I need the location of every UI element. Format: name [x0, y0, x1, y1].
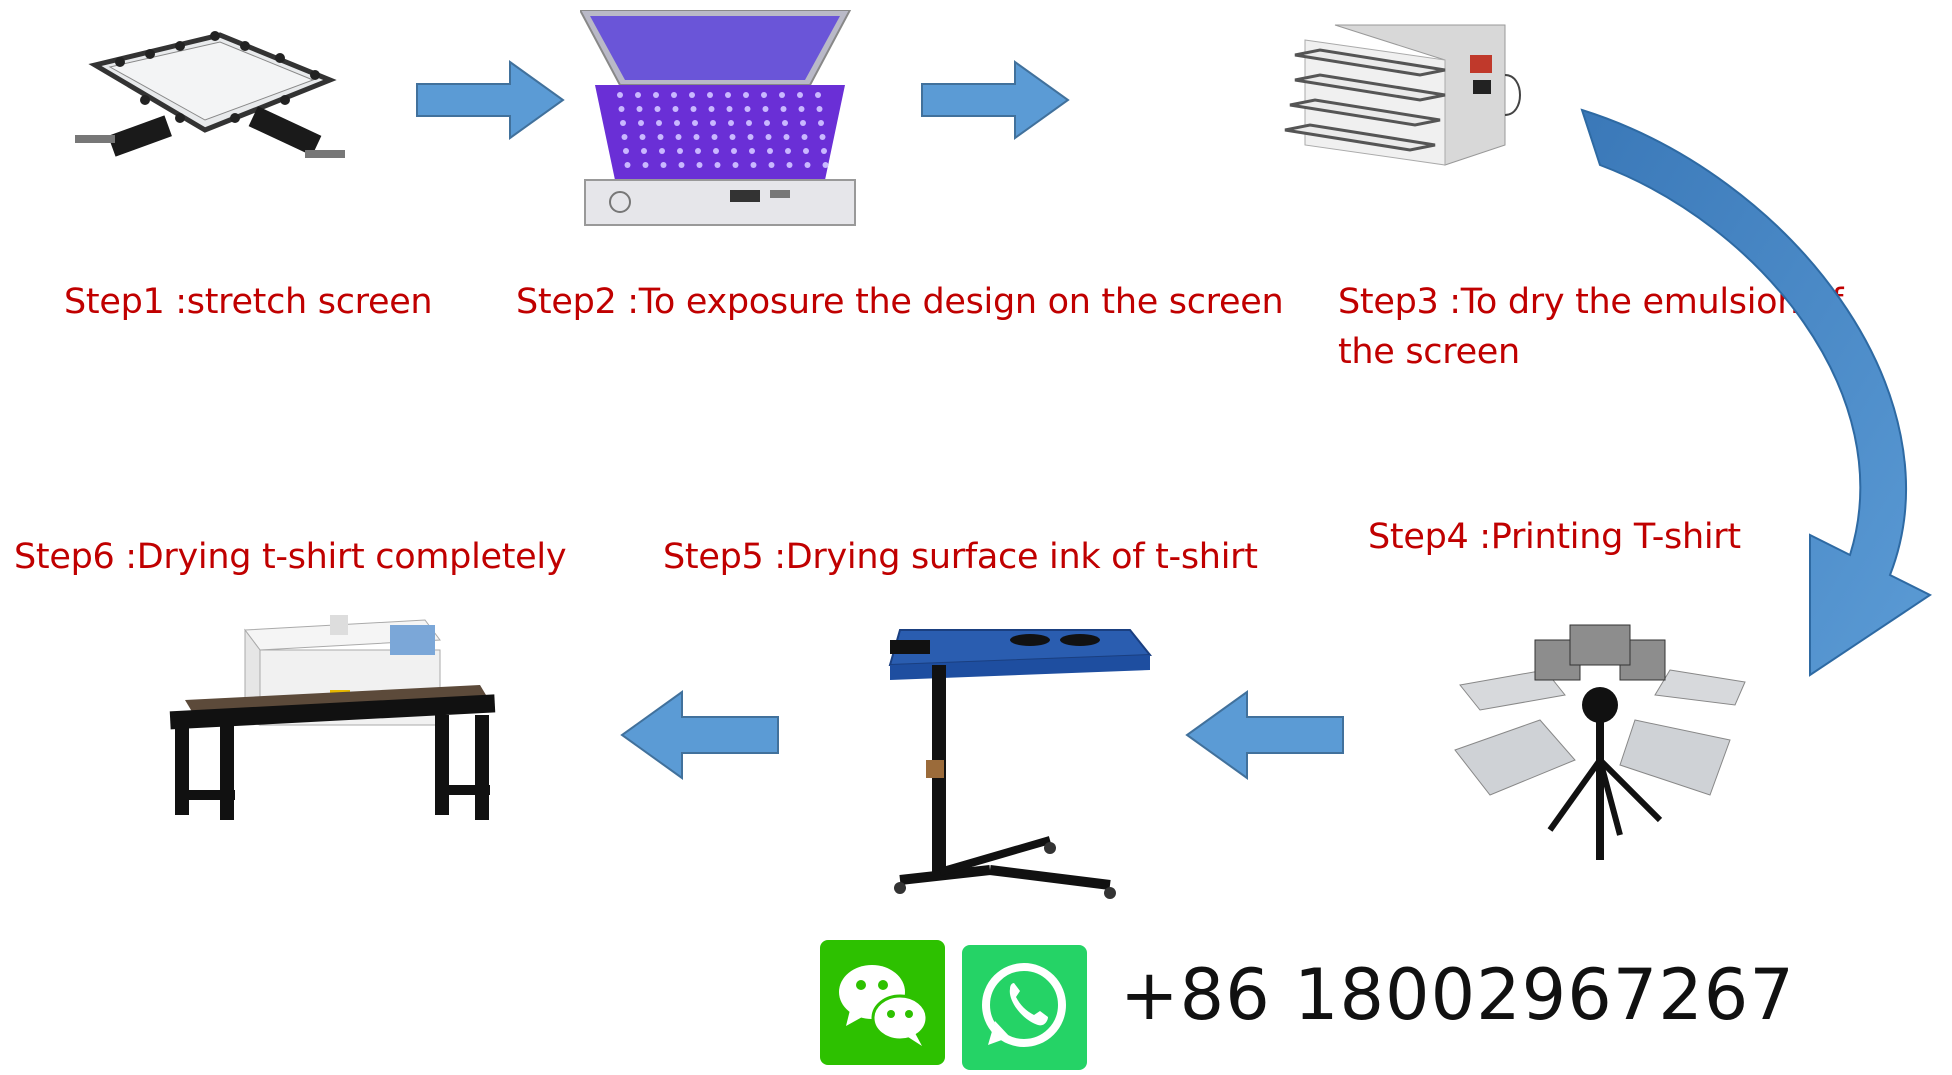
flash-dryer-icon	[850, 610, 1170, 910]
step2-label: Step2 :To exposure the design on the scr…	[516, 277, 1283, 327]
carousel-press-icon	[1450, 610, 1760, 870]
uv-exposure-unit-icon	[580, 10, 860, 230]
curved-arrow-step3-to-step4	[1560, 95, 1952, 695]
step3-label-line2: the screen	[1338, 327, 1520, 377]
arrow-step1-to-step2	[415, 60, 565, 140]
step6-label: Step6 :Drying t-shirt completely	[14, 532, 566, 582]
drying-cabinet-icon	[1275, 15, 1535, 175]
conveyor-dryer-icon	[160, 615, 500, 855]
phone-number[interactable]: +86 18002967267	[1120, 955, 1795, 1035]
step5-label: Step5 :Drying surface ink of t-shirt	[663, 532, 1258, 582]
step1-label: Step1 :stretch screen	[64, 277, 432, 327]
whatsapp-icon[interactable]	[962, 945, 1087, 1070]
arrow-step2-to-step3	[920, 60, 1070, 140]
wechat-icon[interactable]	[820, 940, 945, 1065]
arrow-step5-to-step6	[620, 690, 780, 780]
arrow-step4-to-step5	[1185, 690, 1345, 780]
screen-stretcher-icon	[55, 20, 355, 180]
